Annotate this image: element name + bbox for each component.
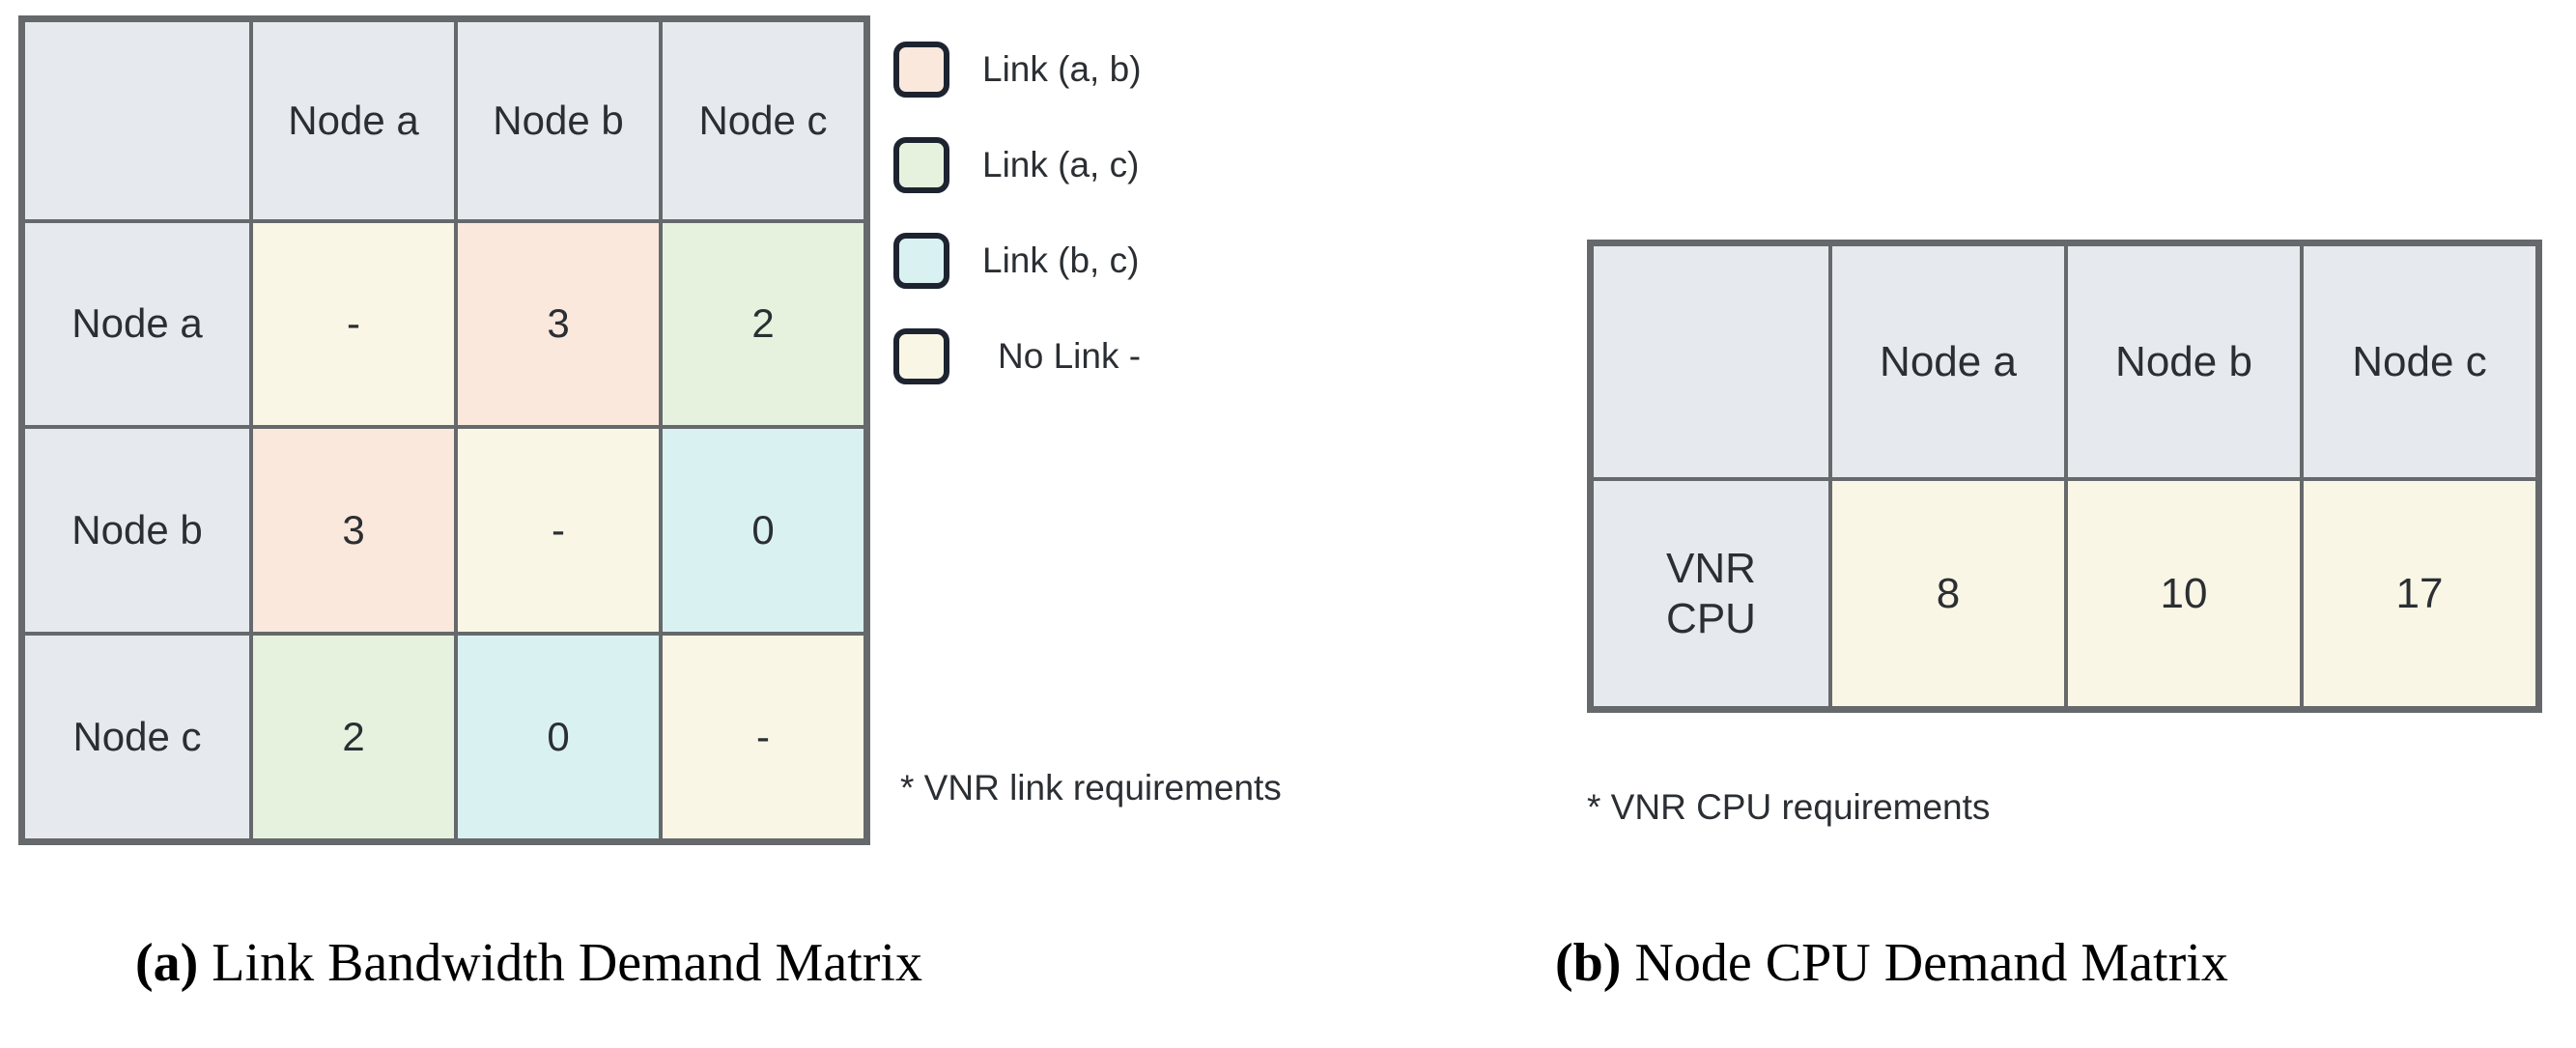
legend-item-link-bc: Link (b, c) bbox=[893, 212, 1396, 308]
table-b-corner-cell bbox=[1592, 244, 1830, 479]
vnr-line-2: CPU bbox=[1666, 594, 1756, 642]
legend-item-no-link: No Link - bbox=[893, 308, 1396, 404]
table-b-col-header-node-a: Node a bbox=[1830, 244, 2066, 479]
table-a-corner-cell bbox=[23, 20, 251, 221]
table-a-cell-c-a: 2 bbox=[251, 634, 456, 840]
legend-label-no-link: No Link - bbox=[998, 335, 1142, 376]
table-row: Node c 2 0 - bbox=[23, 634, 865, 840]
table-b-cell-node-a: 8 bbox=[1830, 479, 2066, 708]
table-b-cell-node-c: 17 bbox=[2302, 479, 2537, 708]
caption-b: (b) Node CPU Demand Matrix bbox=[1555, 932, 2228, 994]
legend-item-link-ab: Link (a, b) bbox=[893, 21, 1396, 117]
vnr-line-1: VNR bbox=[1666, 544, 1756, 592]
table-b-col-header-node-b: Node b bbox=[2066, 244, 2302, 479]
table-b-col-header-node-c: Node c bbox=[2302, 244, 2537, 479]
link-color-legend: Link (a, b) Link (a, c) Link (b, c) No L… bbox=[893, 21, 1396, 404]
table-row: Node a - 3 2 bbox=[23, 220, 865, 428]
legend-item-link-ac: Link (a, c) bbox=[893, 117, 1396, 212]
caption-b-tag: (b) bbox=[1555, 933, 1622, 993]
table-a-col-header-node-b: Node b bbox=[456, 20, 661, 221]
table-a-cell-b-a: 3 bbox=[251, 427, 456, 635]
legend-label-link-ab: Link (a, b) bbox=[982, 48, 1142, 89]
legend-swatch-link-ab-icon bbox=[893, 41, 949, 98]
table-a-row-header-node-b: Node b bbox=[23, 427, 251, 635]
table-row: Node b 3 - 0 bbox=[23, 427, 865, 635]
table-a-col-header-node-c: Node c bbox=[661, 20, 865, 221]
table-a-header-row: Node a Node b Node c bbox=[23, 20, 865, 221]
table-a-cell-b-c: 0 bbox=[661, 427, 865, 635]
table-a-cell-a-c: 2 bbox=[661, 220, 865, 428]
table-a-cell-b-b: - bbox=[456, 427, 661, 635]
footnote-vnr-link-requirements: * VNR link requirements bbox=[900, 768, 1282, 807]
table-a-cell-a-b: 3 bbox=[456, 220, 661, 428]
table-a-row-header-node-a: Node a bbox=[23, 220, 251, 428]
table-a-col-header-node-a: Node a bbox=[251, 20, 456, 221]
link-bandwidth-demand-matrix: Node a Node b Node c Node a - 3 2 Node b… bbox=[18, 15, 870, 845]
legend-swatch-link-bc-icon bbox=[893, 232, 949, 289]
legend-swatch-link-ac-icon bbox=[893, 136, 949, 193]
table-b-header-row: Node a Node b Node c bbox=[1592, 244, 2537, 479]
legend-label-link-ac: Link (a, c) bbox=[982, 144, 1140, 184]
table-a-cell-c-c: - bbox=[661, 634, 865, 840]
caption-b-text: Node CPU Demand Matrix bbox=[1621, 933, 2228, 993]
caption-a-tag: (a) bbox=[135, 933, 199, 993]
table-a-row-header-node-c: Node c bbox=[23, 634, 251, 840]
table-a-cell-a-a: - bbox=[251, 220, 456, 428]
caption-a: (a) Link Bandwidth Demand Matrix bbox=[135, 932, 922, 994]
table-b-cell-node-b: 10 bbox=[2066, 479, 2302, 708]
legend-swatch-no-link-icon bbox=[893, 327, 949, 384]
caption-a-text: Link Bandwidth Demand Matrix bbox=[198, 933, 922, 993]
table-a-cell-c-b: 0 bbox=[456, 634, 661, 840]
footnote-vnr-cpu-requirements: * VNR CPU requirements bbox=[1587, 787, 1991, 827]
legend-label-link-bc: Link (b, c) bbox=[982, 240, 1140, 280]
